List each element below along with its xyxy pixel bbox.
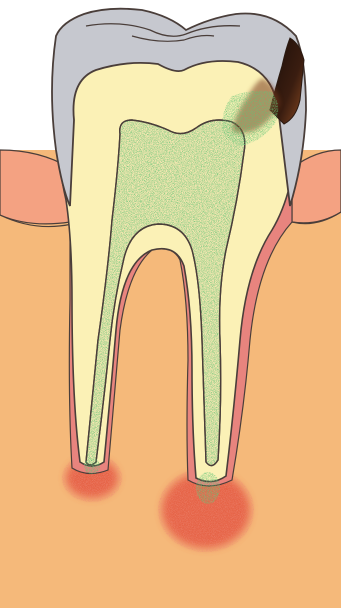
infection-trail-left (84, 458, 100, 474)
infection-trail-right (196, 472, 220, 504)
